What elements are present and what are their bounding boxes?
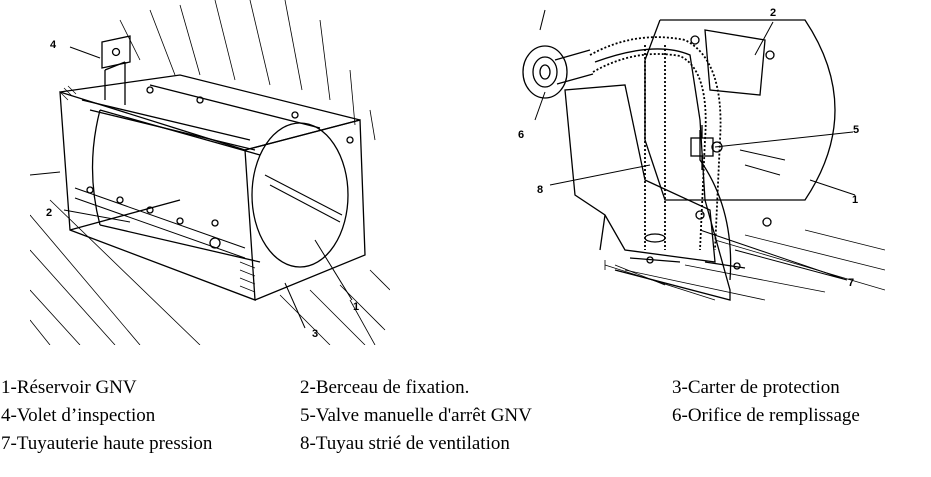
legend-item: 8-Tuyau strié de ventilation	[300, 433, 510, 454]
callout-2-left: 2	[46, 207, 52, 219]
manual-shutoff-valve	[690, 125, 723, 170]
legend-item: 4-Volet d’inspection	[1, 405, 156, 426]
mounting-cradle	[74, 86, 354, 259]
callout-7-right: 7	[848, 277, 854, 289]
tank-cradle-illustration: 4 2 1 3	[29, 0, 391, 346]
cab-wall-lines	[119, 0, 376, 141]
legend-item: 6-Orifice de remplissage	[672, 405, 860, 426]
legend-item: 1-Réservoir GNV	[1, 377, 137, 398]
mounting-bracket	[564, 84, 716, 263]
filling-orifice	[522, 45, 594, 99]
legend-item: 2-Berceau de fixation.	[300, 377, 470, 398]
callout-5-right: 5	[853, 124, 859, 136]
legend-row: 7-Tuyauterie haute pression 8-Tuyau stri…	[0, 432, 931, 458]
gnv-cylinder	[91, 109, 349, 268]
callout-leaders	[534, 21, 856, 281]
callout-4-left: 4	[50, 39, 57, 51]
background-cylinder	[644, 19, 836, 227]
callout-3-left: 3	[312, 328, 318, 340]
legend-item: 7-Tuyauterie haute pression	[1, 433, 213, 454]
protective-housing-frame	[59, 61, 366, 301]
callout-1-left: 1	[353, 301, 359, 313]
inspection-flap	[101, 35, 131, 69]
tread-plate-texture	[59, 85, 256, 293]
valve-piping-drawing: 2 5 1 6 8 7	[518, 7, 886, 301]
callout-8-right: 8	[537, 184, 543, 196]
high-pressure-tubing	[594, 48, 732, 301]
callout-1-right: 1	[852, 194, 858, 206]
legend-item: 5-Valve manuelle d'arrêt GNV	[300, 405, 532, 426]
floor-lines	[604, 229, 886, 301]
ribbed-vent-hose	[589, 36, 722, 251]
callout-2-right: 2	[770, 7, 776, 19]
callout-6-right: 6	[518, 129, 524, 141]
legend-row: 4-Volet d’inspection 5-Valve manuelle d'…	[0, 404, 931, 430]
legend-item: 3-Carter de protection	[672, 377, 840, 398]
parts-legend: 1-Réservoir GNV 2-Berceau de fixation. 3…	[0, 376, 931, 471]
vehicle-bed-lines	[29, 199, 391, 346]
hose-clamp	[629, 233, 746, 270]
callout-leaders	[29, 46, 353, 329]
legend-row: 1-Réservoir GNV 2-Berceau de fixation. 3…	[0, 376, 931, 402]
tank-cradle-drawing: 4 2 1 3	[29, 0, 391, 346]
valve-piping-illustration: 2 5 1 6 8 7	[505, 0, 886, 320]
